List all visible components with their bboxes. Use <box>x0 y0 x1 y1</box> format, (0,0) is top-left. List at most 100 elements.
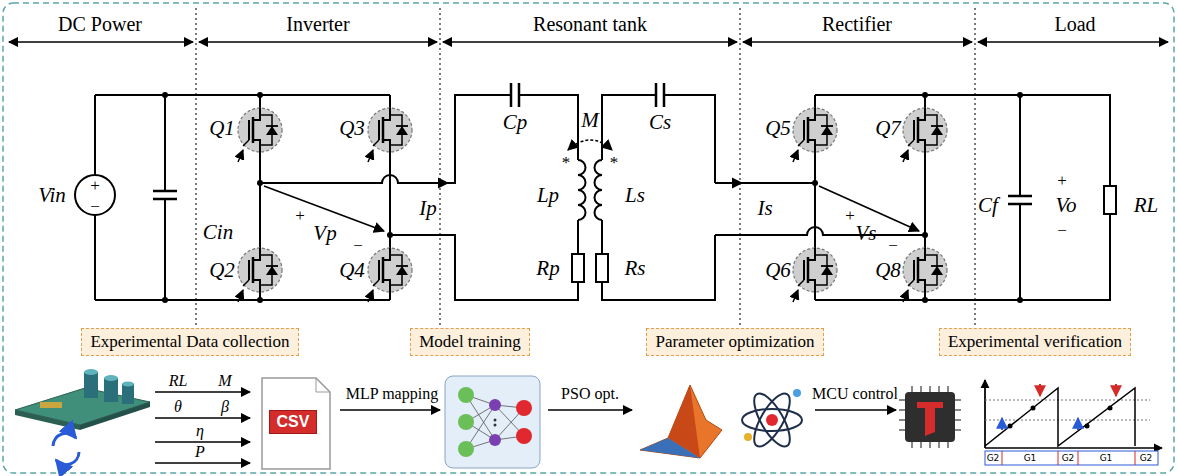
pwm-chart-part <box>1002 451 1135 465</box>
capacitors-part <box>656 83 664 107</box>
pwm-chart-part <box>1085 424 1090 429</box>
voltage-current-arrows-part <box>722 182 742 184</box>
component-label: Vin <box>38 185 66 206</box>
component-label: Q3 <box>339 118 365 139</box>
junction-dots-part <box>257 180 263 186</box>
atom-icon-part <box>742 409 802 431</box>
neural-network-icon-part <box>516 400 532 416</box>
mosfets-part <box>368 248 412 302</box>
section-heading: Rectifier <box>822 14 892 34</box>
section-separators <box>196 8 975 325</box>
atom-icon-part <box>744 433 752 441</box>
junction-dots-part <box>1017 297 1023 303</box>
neural-network-icon-part <box>494 424 497 427</box>
component-label: M <box>581 110 599 131</box>
polarity-sign: − <box>888 237 898 254</box>
parameter-arrows <box>155 392 250 463</box>
component-label: Cf <box>978 195 998 216</box>
junction-dots-part <box>257 297 263 303</box>
box-text: Experimental verification <box>948 332 1122 352</box>
gate-signal-label: G2 <box>1140 454 1153 463</box>
junction-dots-part <box>257 92 263 98</box>
pwm-chart-part <box>985 388 1135 446</box>
flow-arrows-part <box>815 409 896 411</box>
parameter-symbol: P <box>195 444 205 460</box>
box-text: CSV <box>277 413 310 431</box>
resistors-part <box>596 254 608 282</box>
polarity-sign: − <box>353 237 363 254</box>
cycle-icon-part <box>56 452 79 465</box>
mcu-chip-icon-part <box>899 386 961 448</box>
pwm-chart-part <box>1077 418 1079 430</box>
component-label: Ls <box>625 185 645 206</box>
pwm-chart-part <box>984 380 985 448</box>
section-heading: Load <box>1054 14 1095 34</box>
component-label: Q6 <box>765 260 791 281</box>
component-label: Cin <box>203 222 233 243</box>
csv-document-part <box>316 378 330 392</box>
circuit-wires-part <box>164 95 166 300</box>
pcb-icon-part <box>80 402 150 430</box>
outer-frame <box>3 3 1174 473</box>
mcu-chip-icon-part <box>899 386 961 448</box>
component-label: Q8 <box>875 260 901 281</box>
section-heading: Inverter <box>286 14 349 34</box>
resistors-part <box>1104 186 1116 214</box>
atom-icon-part <box>766 414 778 426</box>
pcb-icon-part <box>122 382 134 387</box>
flow-arrows <box>340 409 896 411</box>
component-label: Q7 <box>875 118 901 139</box>
gate-signal-label: G2 <box>1062 454 1075 463</box>
junction-dots-part <box>387 232 393 238</box>
pwm-chart-part <box>1115 384 1117 396</box>
neural-network-icon-part <box>445 376 540 468</box>
voltage-source-part <box>75 175 115 215</box>
component-label: Vs <box>856 223 877 244</box>
capacitors-part <box>511 83 519 107</box>
voltage-current-arrows-part <box>568 140 612 150</box>
stage-box: Model training <box>410 328 530 356</box>
cycle-icon-part <box>53 433 76 446</box>
voltage-source <box>75 175 115 215</box>
section-arrows <box>9 41 1168 43</box>
coils-part <box>595 160 603 220</box>
pwm-chart-part <box>1108 406 1113 411</box>
atom-icon <box>742 389 802 452</box>
component-label: Q2 <box>209 260 235 281</box>
parameter-symbol: η <box>196 423 204 439</box>
neural-network-icon-part <box>516 428 532 444</box>
junction-dots-part <box>812 180 818 186</box>
cycle-icon <box>53 433 79 464</box>
parameter-symbol: M <box>218 373 231 389</box>
pcb-icon-part <box>104 378 118 402</box>
gate-signal-label: G1 <box>1100 454 1113 463</box>
stage-box: Experimental verification <box>939 328 1131 356</box>
component-label: Cs <box>649 112 671 133</box>
component-label: RL <box>1134 195 1159 216</box>
parameter-symbol: β <box>221 399 229 415</box>
pcb-icon-part <box>122 384 134 404</box>
section-arrows-part <box>199 41 437 43</box>
polarity-sign: * <box>610 154 619 171</box>
mosfets-part <box>793 108 837 162</box>
mosfets-part <box>903 108 947 162</box>
mosfets-part <box>903 248 947 302</box>
step-label: MCU control <box>812 386 898 402</box>
pcb-icon <box>15 369 150 430</box>
matlab-icon <box>640 385 722 458</box>
junction-dots-part <box>1017 92 1023 98</box>
coils <box>578 160 602 220</box>
capacitors <box>153 83 1032 204</box>
polarity-sign: + <box>845 207 855 224</box>
component-label: Ip <box>419 198 437 219</box>
mosfets-part <box>793 248 837 302</box>
capacitors-part <box>1008 196 1032 204</box>
section-arrows-part <box>443 41 737 43</box>
pcb-icon-part <box>40 402 62 408</box>
atom-icon-part <box>747 389 796 452</box>
section-separators-part <box>196 8 975 325</box>
mcu-chip-icon-part <box>905 392 955 442</box>
pcb-icon-part <box>84 369 98 375</box>
coils-part <box>578 160 586 220</box>
mosfets-part <box>238 248 282 302</box>
